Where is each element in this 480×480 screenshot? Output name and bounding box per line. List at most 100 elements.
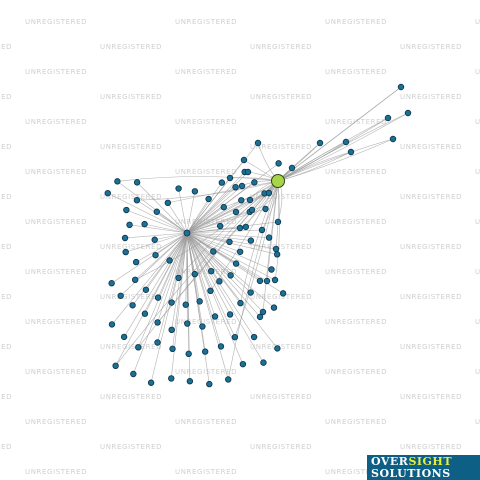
watermark-text: UNREGISTERED	[325, 418, 387, 426]
graph-node	[218, 179, 226, 186]
graph-edge	[186, 232, 264, 313]
graph-node	[133, 197, 141, 204]
graph-node	[129, 302, 136, 309]
graph-edge	[234, 180, 279, 338]
watermark-text: UNREGISTERED	[175, 18, 237, 26]
graph-node	[273, 251, 281, 258]
watermark-text: UNREGISTERED	[400, 293, 462, 301]
graph-node	[274, 345, 281, 352]
watermark-text: UNREGISTERED	[25, 368, 87, 376]
graph-edge	[186, 232, 229, 380]
graph-edge	[107, 192, 188, 234]
watermark-text: UNREGISTERED	[325, 218, 387, 226]
watermark-text: UNREGISTERED	[400, 243, 462, 251]
graph-node	[232, 260, 240, 267]
graph-node	[217, 343, 225, 350]
graph-edge	[186, 182, 223, 234]
graph-edge	[186, 198, 209, 234]
graph-edge	[157, 180, 279, 323]
graph-node	[135, 344, 142, 351]
watermark-text: UNREGISTERED	[0, 293, 12, 301]
watermark-text: UNREGISTERED	[325, 318, 387, 326]
watermark-text: UNREGISTERED	[100, 243, 162, 251]
watermark-text: UNREGISTERED	[0, 443, 12, 451]
logo-word-over: OVER	[371, 455, 409, 468]
graph-node	[288, 164, 296, 172]
graph-node	[250, 333, 258, 341]
graph-node	[169, 345, 176, 353]
graph-edge	[125, 232, 188, 253]
graph-edge	[169, 232, 188, 261]
watermark-text: UNREGISTERED	[175, 318, 237, 326]
graph-node	[259, 308, 267, 316]
watermark-text: UNREGISTERED	[475, 68, 480, 76]
graph-node	[258, 226, 266, 234]
graph-edge	[111, 232, 188, 284]
graph-edge	[171, 232, 188, 330]
watermark-text: UNREGISTERED	[250, 393, 312, 401]
graph-edge	[120, 232, 188, 296]
graph-node	[260, 359, 267, 366]
oversight-solutions-logo: OVERSIGHT SOLUTIONS	[367, 455, 480, 480]
graph-edge	[129, 224, 188, 234]
graph-edge	[186, 199, 251, 234]
graph-node	[186, 378, 194, 385]
graph-node	[114, 178, 121, 185]
watermark-text: UNREGISTERED	[250, 443, 312, 451]
graph-edge	[170, 232, 188, 379]
graph-node	[238, 197, 245, 204]
watermark-text: UNREGISTERED	[0, 43, 12, 51]
graph-edge	[186, 232, 214, 252]
graph-edge	[186, 225, 221, 234]
watermark-text: UNREGISTERED	[325, 468, 387, 476]
graph-node	[316, 139, 324, 147]
graph-node	[201, 348, 209, 355]
graph-edge	[136, 199, 188, 234]
graph-edge	[137, 232, 188, 348]
watermark-text: UNREGISTERED	[100, 443, 162, 451]
graph-node	[175, 274, 182, 282]
graph-node	[122, 248, 129, 256]
watermark-text: UNREGISTERED	[25, 218, 87, 226]
graph-node	[164, 199, 172, 207]
watermark-text: UNREGISTERED	[175, 118, 237, 126]
graph-node	[225, 376, 232, 383]
watermark-text: UNREGISTERED	[25, 268, 87, 276]
graph-edge	[277, 86, 402, 182]
graph-node	[141, 220, 148, 228]
watermark-text: UNREGISTERED	[25, 468, 87, 476]
graph-edge	[186, 232, 268, 282]
watermark-text: UNREGISTERED	[475, 218, 480, 226]
graph-node	[265, 234, 273, 241]
graph-edge	[186, 232, 251, 241]
graph-edge	[167, 180, 279, 204]
watermark-text: UNREGISTERED	[400, 143, 462, 151]
graph-node	[184, 320, 191, 327]
graph-edge	[133, 232, 188, 375]
graph-node	[216, 278, 223, 285]
watermark-text: UNREGISTERED	[25, 418, 87, 426]
watermark-text: UNREGISTERED	[250, 143, 312, 151]
watermark-text: UNREGISTERED	[100, 93, 162, 101]
graph-edge	[186, 232, 276, 281]
watermark-text: UNREGISTERED	[0, 343, 12, 351]
graph-edge	[227, 180, 279, 380]
graph-edge	[186, 211, 237, 234]
graph-node	[210, 248, 217, 255]
graph-node	[270, 304, 278, 311]
graph-edge	[156, 211, 188, 234]
graph-edge	[186, 232, 270, 238]
graph-node	[274, 218, 282, 226]
graph-node	[112, 362, 119, 370]
watermark-text: UNREGISTERED	[400, 443, 462, 451]
watermark-text: UNREGISTERED	[400, 343, 462, 351]
graph-node	[154, 339, 161, 346]
graph-node	[347, 148, 355, 156]
graph-edge	[178, 232, 188, 278]
graph-node	[207, 287, 214, 295]
graph-node	[268, 266, 275, 273]
graph-node	[265, 189, 273, 197]
watermark-text: UNREGISTERED	[25, 68, 87, 76]
watermark-text: UNREGISTERED	[0, 393, 12, 401]
graph-edge	[186, 206, 224, 234]
